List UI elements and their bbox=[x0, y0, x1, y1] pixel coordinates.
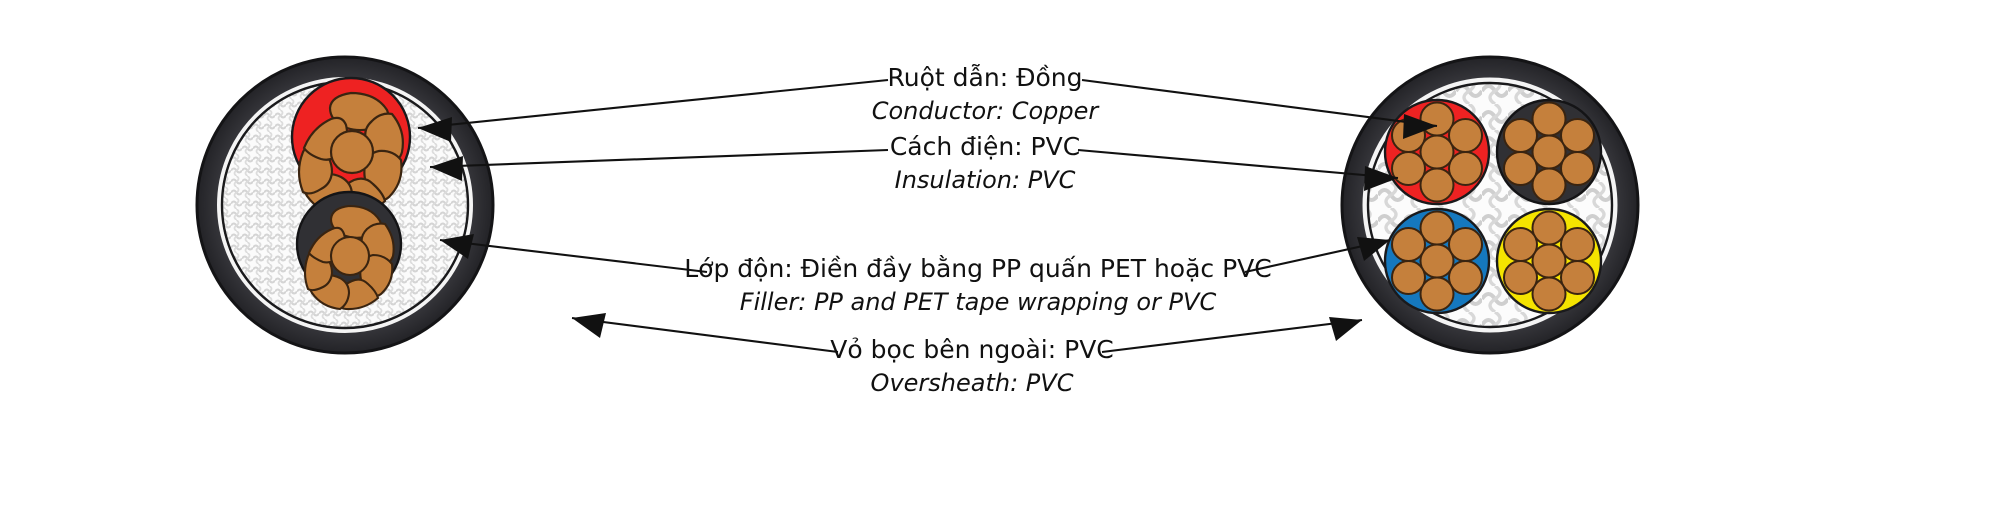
leader-conductor-left bbox=[417, 78, 889, 142]
label-insulation: Cách điện: PVC Insulation: PVC bbox=[890, 132, 1080, 194]
right-cable-blue-conductor bbox=[1391, 210, 1483, 312]
two-core-cable bbox=[195, 55, 495, 355]
right-cable-core-red bbox=[1383, 98, 1491, 206]
leader-oversheath-right bbox=[1101, 317, 1363, 354]
label-conductor: Ruột dẫn: Đồng Conductor: Copper bbox=[872, 63, 1101, 125]
right-cable-core-yellow bbox=[1495, 207, 1603, 315]
leader-filler-left bbox=[439, 234, 708, 274]
right-cable-bedding bbox=[1362, 77, 1618, 333]
right-cable-core-blue bbox=[1383, 207, 1491, 315]
right-cable-core-black bbox=[1495, 98, 1603, 206]
label-filler: Lớp độn: Điền đầy bằng PP quấn PET hoặc … bbox=[684, 254, 1272, 316]
label-insulation-vi: Cách điện: PVC bbox=[890, 132, 1080, 161]
leader-oversheath-left bbox=[571, 313, 839, 354]
label-insulation-en: Insulation: PVC bbox=[895, 166, 1076, 194]
label-filler-en: Filler: PP and PET tape wrapping or PVC bbox=[740, 288, 1217, 316]
four-core-cable bbox=[1340, 55, 1640, 355]
right-cable-black-conductor bbox=[1503, 101, 1595, 203]
leader-insulation-right bbox=[1077, 148, 1399, 191]
label-oversheath-vi: Vỏ bọc bên ngoài: PVC bbox=[830, 335, 1114, 364]
left-cable-black-conductor bbox=[303, 204, 395, 311]
leader-insulation-left bbox=[429, 148, 889, 181]
label-conductor-en: Conductor: Copper bbox=[872, 97, 1101, 125]
label-filler-vi: Lớp độn: Điền đầy bằng PP quấn PET hoặc … bbox=[684, 254, 1272, 283]
left-cable-core-black bbox=[295, 190, 403, 311]
leader-conductor-right bbox=[1081, 78, 1438, 139]
label-conductor-vi: Ruột dẫn: Đồng bbox=[888, 63, 1083, 92]
label-oversheath-en: Oversheath: PVC bbox=[871, 369, 1074, 397]
label-oversheath: Vỏ bọc bên ngoài: PVC Oversheath: PVC bbox=[830, 335, 1114, 397]
right-cable-yellow-conductor bbox=[1503, 210, 1595, 312]
leader-filler-right bbox=[1244, 237, 1391, 274]
